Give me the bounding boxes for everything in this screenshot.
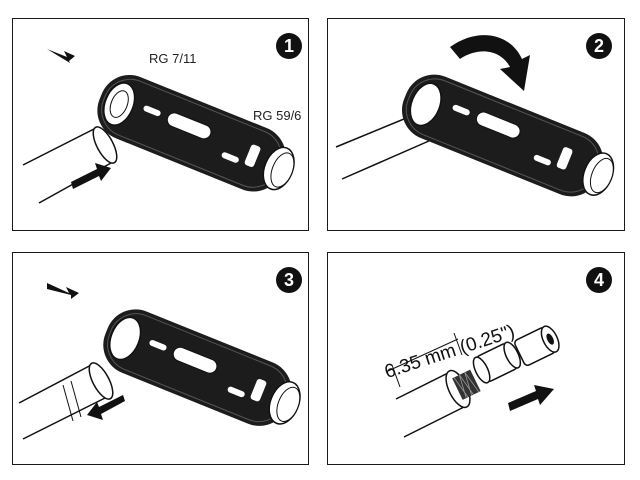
- coax-cable: [22, 126, 118, 204]
- step-1-badge: 1: [276, 33, 302, 59]
- dimension-line: [387, 332, 463, 388]
- stripping-tool: [103, 309, 301, 426]
- insert-arrow-icon: [71, 163, 111, 189]
- step-4-panel: 6.35 mm (0.25") 4: [327, 252, 625, 465]
- push-arrow-icon: [508, 385, 554, 411]
- stripping-tool: [97, 75, 295, 192]
- step-1-panel: RG 7/11 RG 59/6 1: [12, 18, 309, 231]
- coax-cable: [395, 369, 481, 438]
- rg-59-6-label: RG 59/6: [253, 108, 302, 123]
- connector-ferrule: [472, 341, 522, 384]
- push-arrow-icon: [47, 49, 75, 63]
- step-2-badge: 2: [586, 33, 612, 59]
- step-1-illustration: [22, 49, 295, 204]
- push-arrow-icon: [47, 283, 79, 299]
- step-2-panel: 2: [327, 18, 625, 231]
- pull-arrow-icon: [87, 395, 125, 420]
- step-3-illustration: [18, 283, 301, 440]
- connector-pin: [514, 325, 560, 366]
- rotate-arrow-icon: [450, 35, 530, 91]
- stripping-tool: [401, 74, 615, 197]
- braided-shield: [452, 369, 481, 400]
- step-3-badge: 3: [276, 267, 302, 293]
- step-4-badge: 4: [586, 267, 612, 293]
- step-4-illustration: [387, 325, 560, 438]
- rg-7-11-label: RG 7/11: [149, 51, 197, 66]
- coax-cable: [18, 362, 114, 440]
- step-2-illustration: [335, 35, 615, 197]
- step-3-panel: 3: [12, 252, 309, 465]
